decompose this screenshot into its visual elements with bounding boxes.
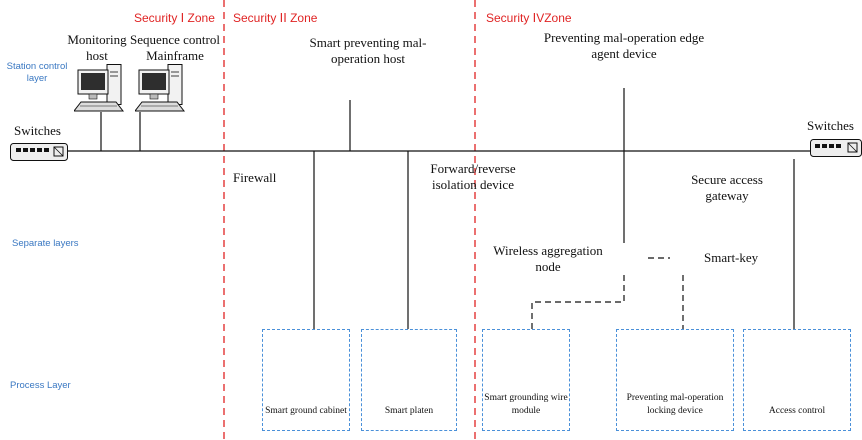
layer-label-separate: Separate layers	[12, 238, 79, 249]
process-box-label: Preventing mal-operation locking device	[626, 393, 724, 416]
process-box-label: Smart ground cabinet	[265, 406, 347, 416]
process-box-smart-grounding-wire: Smart grounding wire module	[482, 329, 570, 431]
process-box-access-control: Access control	[743, 329, 851, 431]
monitoring-host-label: Monitoring host	[67, 32, 127, 63]
process-box-smart-platen: Smart platen	[361, 329, 457, 431]
layer-label-station-control: Station control layer	[6, 61, 68, 84]
edge-agent-label: Preventing mal-operation edge agent devi…	[543, 30, 705, 61]
process-box-label: Access control	[768, 406, 826, 416]
layer-label-process: Process Layer	[10, 380, 71, 391]
process-box-label: Smart platen	[384, 406, 434, 416]
process-box-smart-ground-cabinet: Smart ground cabinet	[262, 329, 350, 431]
monitoring-host-computer-icon	[74, 64, 125, 112]
firewall-label: Firewall	[233, 170, 277, 185]
zone-label-2: Security ⅠⅠ Zone	[233, 11, 318, 25]
isolation-device-label: Forward/reverse isolation device	[430, 161, 516, 192]
sequence-control-computer-icon	[135, 64, 186, 112]
zone-label-1: Security Ⅰ Zone	[134, 11, 215, 25]
sequence-control-label: Sequence control Mainframe	[130, 32, 220, 63]
switches-left-label: Switches	[14, 123, 61, 138]
smart-key-label: Smart-key	[704, 250, 759, 265]
switch-right-icon	[810, 139, 862, 157]
wireless-node-label: Wireless aggregation node	[493, 243, 603, 274]
process-box-locking-device: Preventing mal-operation locking device	[616, 329, 734, 431]
switches-right-label: Switches	[807, 118, 854, 133]
process-box-label: Smart grounding wire module	[484, 393, 568, 416]
switch-left-icon	[10, 143, 68, 161]
wireless-grounding-link	[531, 275, 625, 329]
secure-gateway-label: Secure access gateway	[691, 172, 763, 203]
zone-label-4: Security ⅠVZone	[486, 11, 572, 25]
smart-preventing-host-label: Smart preventing mal-operation host	[309, 35, 427, 66]
